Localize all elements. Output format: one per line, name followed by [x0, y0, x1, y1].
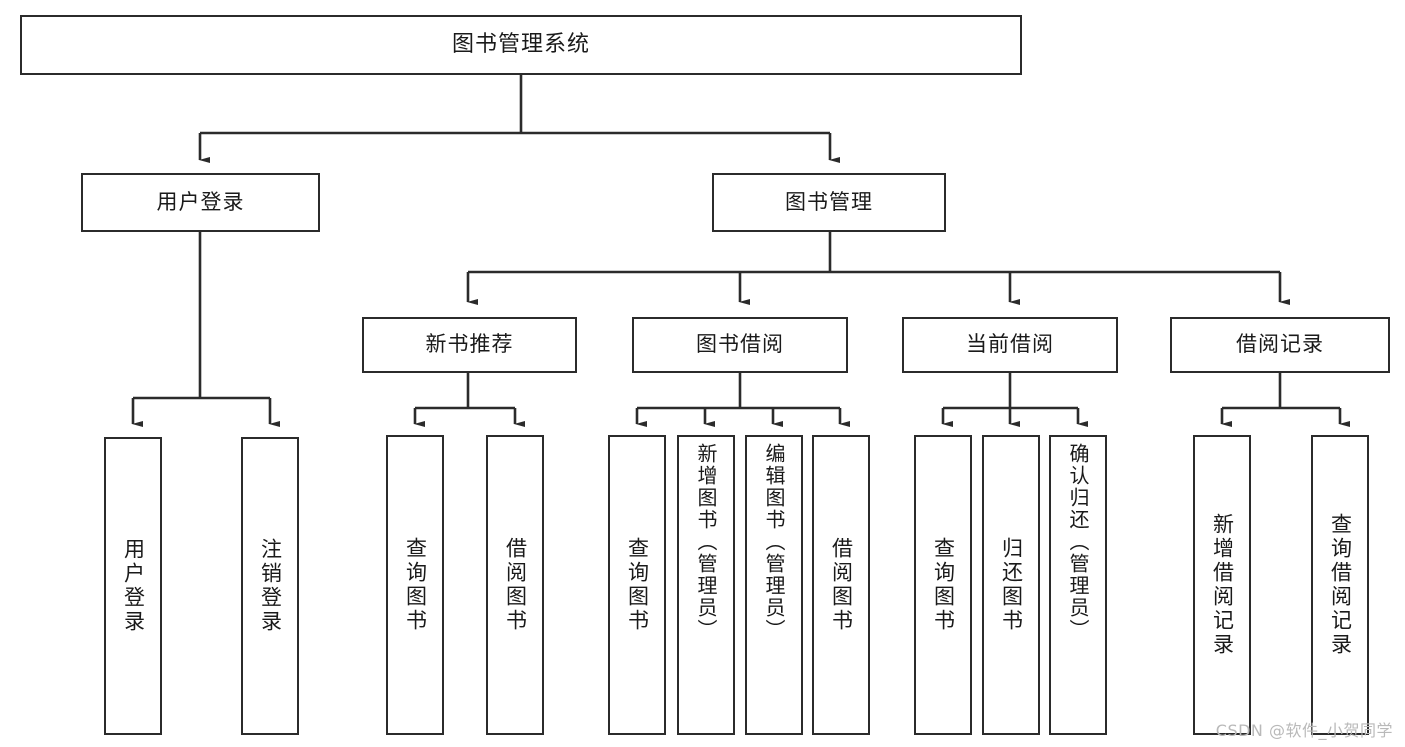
leaf-current-borrow-confirm-return[interactable]: 确认归还（管理员）	[1049, 435, 1107, 735]
leaf-user-login-signout[interactable]: 注销登录	[241, 437, 299, 735]
leaf-book-borrow-edit[interactable]: 编辑图书（管理员）	[745, 435, 803, 735]
node-root-system[interactable]: 图书管理系统	[20, 15, 1022, 75]
node-label: 归还图书	[999, 537, 1024, 633]
node-label: 新增图书（管理员）	[694, 443, 718, 641]
node-book-management[interactable]: 图书管理	[712, 173, 946, 232]
node-label: 图书管理	[785, 189, 873, 214]
node-label: 借阅图书	[503, 537, 528, 633]
node-book-borrow[interactable]: 图书借阅	[632, 317, 848, 373]
node-label: 用户登录	[156, 189, 245, 214]
node-label: 查询图书	[625, 537, 650, 633]
node-label: 新书推荐	[425, 332, 514, 357]
node-label: 借阅图书	[829, 537, 854, 633]
node-label: 编辑图书（管理员）	[762, 443, 786, 641]
leaf-borrow-record-query[interactable]: 查询借阅记录	[1311, 435, 1369, 735]
node-label: 确认归还（管理员）	[1066, 443, 1090, 641]
node-current-borrow[interactable]: 当前借阅	[902, 317, 1118, 373]
leaf-current-borrow-query[interactable]: 查询图书	[914, 435, 972, 735]
leaf-new-book-query[interactable]: 查询图书	[386, 435, 444, 735]
leaf-new-book-borrow[interactable]: 借阅图书	[486, 435, 544, 735]
node-label: 借阅记录	[1236, 332, 1324, 357]
leaf-book-borrow-lend[interactable]: 借阅图书	[812, 435, 870, 735]
node-borrow-record[interactable]: 借阅记录	[1170, 317, 1390, 373]
node-user-login[interactable]: 用户登录	[81, 173, 320, 232]
leaf-borrow-record-add[interactable]: 新增借阅记录	[1193, 435, 1251, 735]
leaf-user-login-signin[interactable]: 用户登录	[104, 437, 162, 735]
node-new-book-recommend[interactable]: 新书推荐	[362, 317, 577, 373]
node-label: 注销登录	[258, 538, 283, 634]
node-label: 图书借阅	[696, 332, 784, 357]
leaf-current-borrow-return[interactable]: 归还图书	[982, 435, 1040, 735]
node-label: 查询图书	[403, 537, 428, 633]
node-label: 图书管理系统	[451, 31, 590, 57]
node-label: 当前借阅	[966, 332, 1054, 357]
node-label: 用户登录	[121, 538, 146, 634]
leaf-book-borrow-add[interactable]: 新增图书（管理员）	[677, 435, 735, 735]
node-label: 查询图书	[931, 537, 956, 633]
node-label: 查询借阅记录	[1328, 513, 1353, 657]
csdn-watermark: CSDN @软件_小贺同学	[1215, 721, 1393, 740]
leaf-book-borrow-query[interactable]: 查询图书	[608, 435, 666, 735]
node-label: 新增借阅记录	[1210, 513, 1235, 657]
